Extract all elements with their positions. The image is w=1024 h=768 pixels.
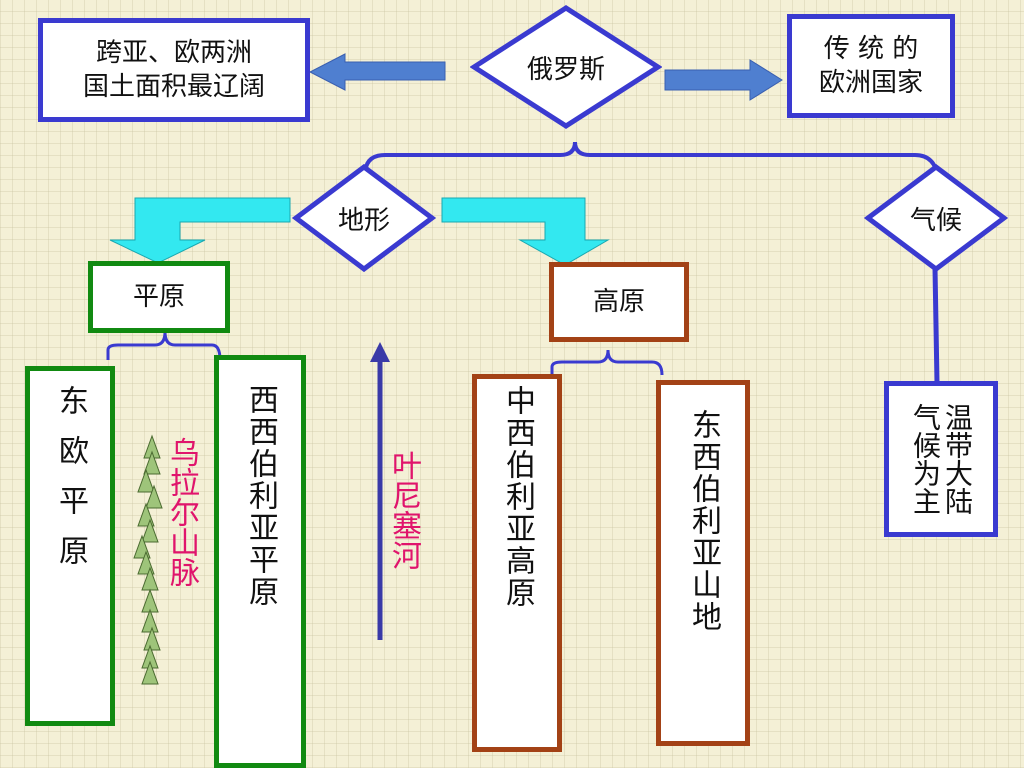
climate-type-label: 温带大陆气候为主	[909, 403, 974, 515]
east-european-plain-label: 东欧平原	[53, 385, 88, 585]
center-diamond-shape	[470, 5, 662, 129]
plateau-label: 高原	[592, 287, 645, 317]
east-european-plain-box: 东欧平原	[25, 366, 115, 726]
yenisei-river-label: 叶尼塞河	[386, 450, 421, 570]
arrow-to-left-fact	[308, 53, 446, 91]
center-node-russia: 俄罗斯	[470, 5, 662, 129]
terrain-node-label: 地形	[337, 205, 390, 236]
plateau-brace	[550, 349, 664, 376]
right-fact-text: 传 统 的 欧洲国家	[818, 34, 923, 98]
plateau-box: 高原	[549, 262, 689, 342]
central-siberian-plateau-box: 中西伯利亚高原	[472, 374, 562, 752]
arrow-to-right-fact	[664, 59, 783, 101]
climate-node: 气候	[864, 164, 1008, 272]
central-siberian-plateau-label: 中西伯利亚高原	[500, 385, 535, 609]
west-siberian-plain-box: 西西伯利亚平原	[214, 355, 306, 768]
main-brace	[363, 141, 940, 179]
east-siberian-mountains-box: 东西伯利亚山地	[656, 380, 750, 746]
ural-mountains-label: 乌拉尔山脉	[164, 437, 199, 587]
plain-label: 平原	[132, 282, 185, 312]
arrow-terrain-to-plain	[109, 197, 291, 264]
terrain-node: 地形	[292, 164, 436, 272]
climate-connector	[932, 267, 940, 384]
arrow-terrain-to-plateau	[441, 197, 610, 266]
yenisei-river-arrowhead	[370, 342, 390, 362]
climate-type-box: 温带大陆气候为主	[884, 381, 998, 537]
center-node-label: 俄罗斯	[526, 54, 605, 85]
plain-box: 平原	[88, 261, 230, 333]
climate-diamond-shape	[864, 164, 1008, 272]
left-fact-box: 跨亚、欧两洲 国土面积最辽阔	[38, 18, 310, 122]
ural-mountains-icons	[133, 434, 163, 685]
west-siberian-plain-label: 西西伯利亚平原	[243, 384, 278, 608]
left-fact-text: 跨亚、欧两洲 国土面积最辽阔	[82, 38, 265, 102]
climate-node-label: 气候	[909, 205, 962, 236]
terrain-diamond-shape	[292, 164, 436, 272]
east-siberian-mountains-label: 东西伯利亚山地	[686, 409, 721, 633]
plain-brace	[106, 331, 222, 361]
right-fact-box: 传 统 的 欧洲国家	[787, 14, 955, 118]
